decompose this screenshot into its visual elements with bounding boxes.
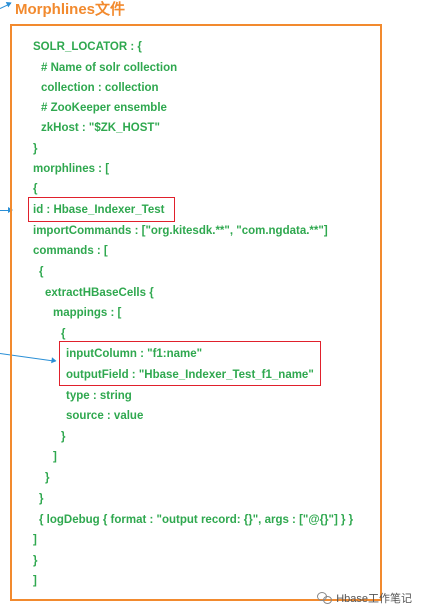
- code-line: source : value: [66, 410, 144, 422]
- id-highlight-box: [28, 197, 175, 222]
- code-line: {: [61, 328, 66, 340]
- wechat-icon: [317, 592, 333, 604]
- watermark-label: Hbase工作笔记: [336, 593, 412, 605]
- code-line: ]: [33, 534, 37, 546]
- code-line: }: [61, 431, 66, 443]
- code-line: outputField : "Hbase_Indexer_Test_f1_nam…: [66, 369, 314, 381]
- code-line: {: [33, 183, 38, 195]
- code-line: {: [39, 266, 44, 278]
- code-line: }: [33, 143, 38, 155]
- code-line: zkHost : "$ZK_HOST": [41, 122, 160, 134]
- code-line: type : string: [66, 390, 132, 402]
- code-line: commands : [: [33, 245, 108, 257]
- watermark: Hbase工作笔记: [317, 590, 412, 606]
- code-line: }: [45, 472, 50, 484]
- mapping-highlight-box: [59, 341, 321, 386]
- code-line: ]: [53, 451, 57, 463]
- code-line: mappings : [: [53, 307, 122, 319]
- code-line: morphlines : [: [33, 163, 110, 175]
- code-line: }: [39, 493, 44, 505]
- code-line: extractHBaseCells {: [45, 287, 154, 299]
- code-line: }: [33, 555, 38, 567]
- code-line: collection : collection: [41, 82, 159, 94]
- code-line: id : Hbase_Indexer_Test: [33, 204, 165, 216]
- code-line: ]: [33, 575, 37, 587]
- code-line: inputColumn : "f1:name": [66, 348, 203, 360]
- arrow-icon: [0, 2, 12, 9]
- code-line: # ZooKeeper ensemble: [41, 102, 167, 114]
- code-line: { logDebug { format : "output record: {}…: [39, 514, 354, 526]
- page-title: Morphlines文件: [15, 1, 126, 18]
- code-line: SOLR_LOCATOR : {: [33, 41, 142, 53]
- code-frame: [10, 24, 382, 601]
- code-line: # Name of solr collection: [41, 62, 178, 74]
- code-line: importCommands : ["org.kitesdk.**", "com…: [33, 225, 328, 237]
